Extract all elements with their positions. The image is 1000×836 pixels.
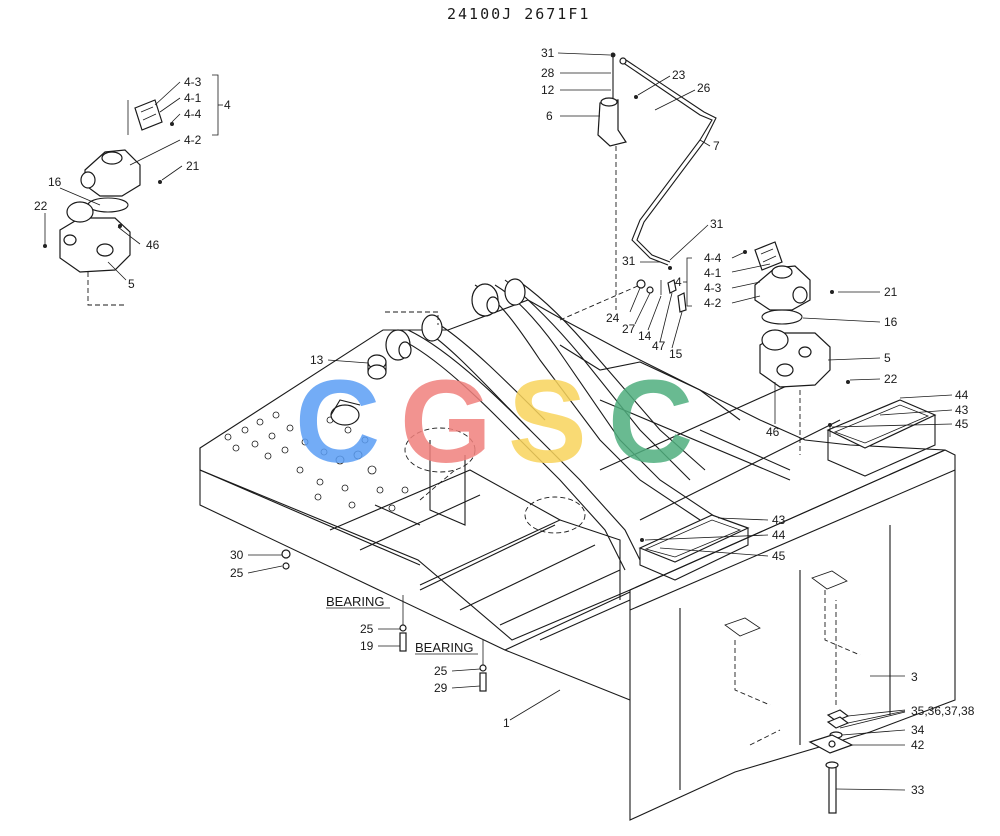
callout-23: 23 [672,68,686,82]
callout-25: 25 [434,664,448,678]
callout-42: 42 [911,738,925,752]
callout-6: 6 [546,109,553,123]
main-frame [199,299,956,821]
callout-4-2: 4-2 [704,296,722,310]
callout-4-2: 4-2 [184,133,202,147]
callout-4-4: 4-4 [184,107,202,121]
callout-12: 12 [541,83,555,97]
control-lever-and-rod [559,52,717,321]
callout-21: 21 [884,285,898,299]
callout-4: 4 [224,98,231,112]
callout-44: 44 [772,528,786,542]
cover-plate-upper [826,399,937,477]
counterweight-pockets [724,570,861,746]
callout-16: 16 [48,175,62,189]
leader-lines [59,52,953,791]
callout-labels: 4-3 4-1 4-4 4 4-2 21 16 22 46 5 31 28 12… [34,46,975,797]
bearing-label-1: BEARING [326,594,385,609]
callout-31: 31 [541,46,555,60]
drawing-number: 24100J 2671F1 [447,5,590,23]
fitting-cluster [636,266,687,313]
callout-16: 16 [884,315,898,329]
callout-30: 30 [230,548,244,562]
callout-27: 27 [622,322,636,336]
watermark-logo: C G S C [295,356,693,488]
callout-44: 44 [955,388,969,402]
callout-1: 1 [503,716,510,730]
callout-24: 24 [606,311,620,325]
bearing-label-2: BEARING [415,640,474,655]
callout-28: 28 [541,66,555,80]
callout-26: 26 [697,81,711,95]
callout-46: 46 [766,425,780,439]
callout-4-3: 4-3 [704,281,722,295]
callout-35-36-37-38: 35,36,37,38 [911,704,975,718]
boom-brackets [385,278,721,571]
callout-25: 25 [360,622,374,636]
callout-25: 25 [230,566,244,580]
callout-43: 43 [955,403,969,417]
callout-4-1: 4-1 [704,266,722,280]
swivel-valve-left [43,99,174,306]
swivel-valve-right [743,241,850,455]
counterweight-bolt-stack [808,600,854,814]
callout-13: 13 [310,353,324,367]
callout-5: 5 [884,351,891,365]
callout-4: 4 [675,275,682,289]
watermark-letter-c1: C [295,356,380,488]
callout-46: 46 [146,238,160,252]
callout-4-3: 4-3 [184,75,202,89]
callout-43: 43 [772,513,786,527]
callout-45: 45 [772,549,786,563]
callout-5: 5 [128,277,135,291]
callout-33: 33 [911,783,925,797]
cover-plate-lower [638,514,750,581]
watermark-letter-s: S [508,356,587,488]
callout-45: 45 [955,417,969,431]
callout-7: 7 [713,139,720,153]
callout-21: 21 [186,159,200,173]
watermark-letter-g: G [400,356,492,488]
pin-13 [330,354,387,426]
callout-47: 47 [652,339,666,353]
callout-31: 31 [622,254,636,268]
callout-22: 22 [884,372,898,386]
callout-29: 29 [434,681,448,695]
callout-3: 3 [911,670,918,684]
callout-14: 14 [638,329,652,343]
bearing-bolts [281,549,487,692]
callout-19: 19 [360,639,374,653]
callout-22: 22 [34,199,48,213]
callout-4-4: 4-4 [704,251,722,265]
callout-34: 34 [911,723,925,737]
watermark-letter-c2: C [608,356,693,488]
callout-31: 31 [710,217,724,231]
callout-4-1: 4-1 [184,91,202,105]
callout-15: 15 [669,347,683,361]
